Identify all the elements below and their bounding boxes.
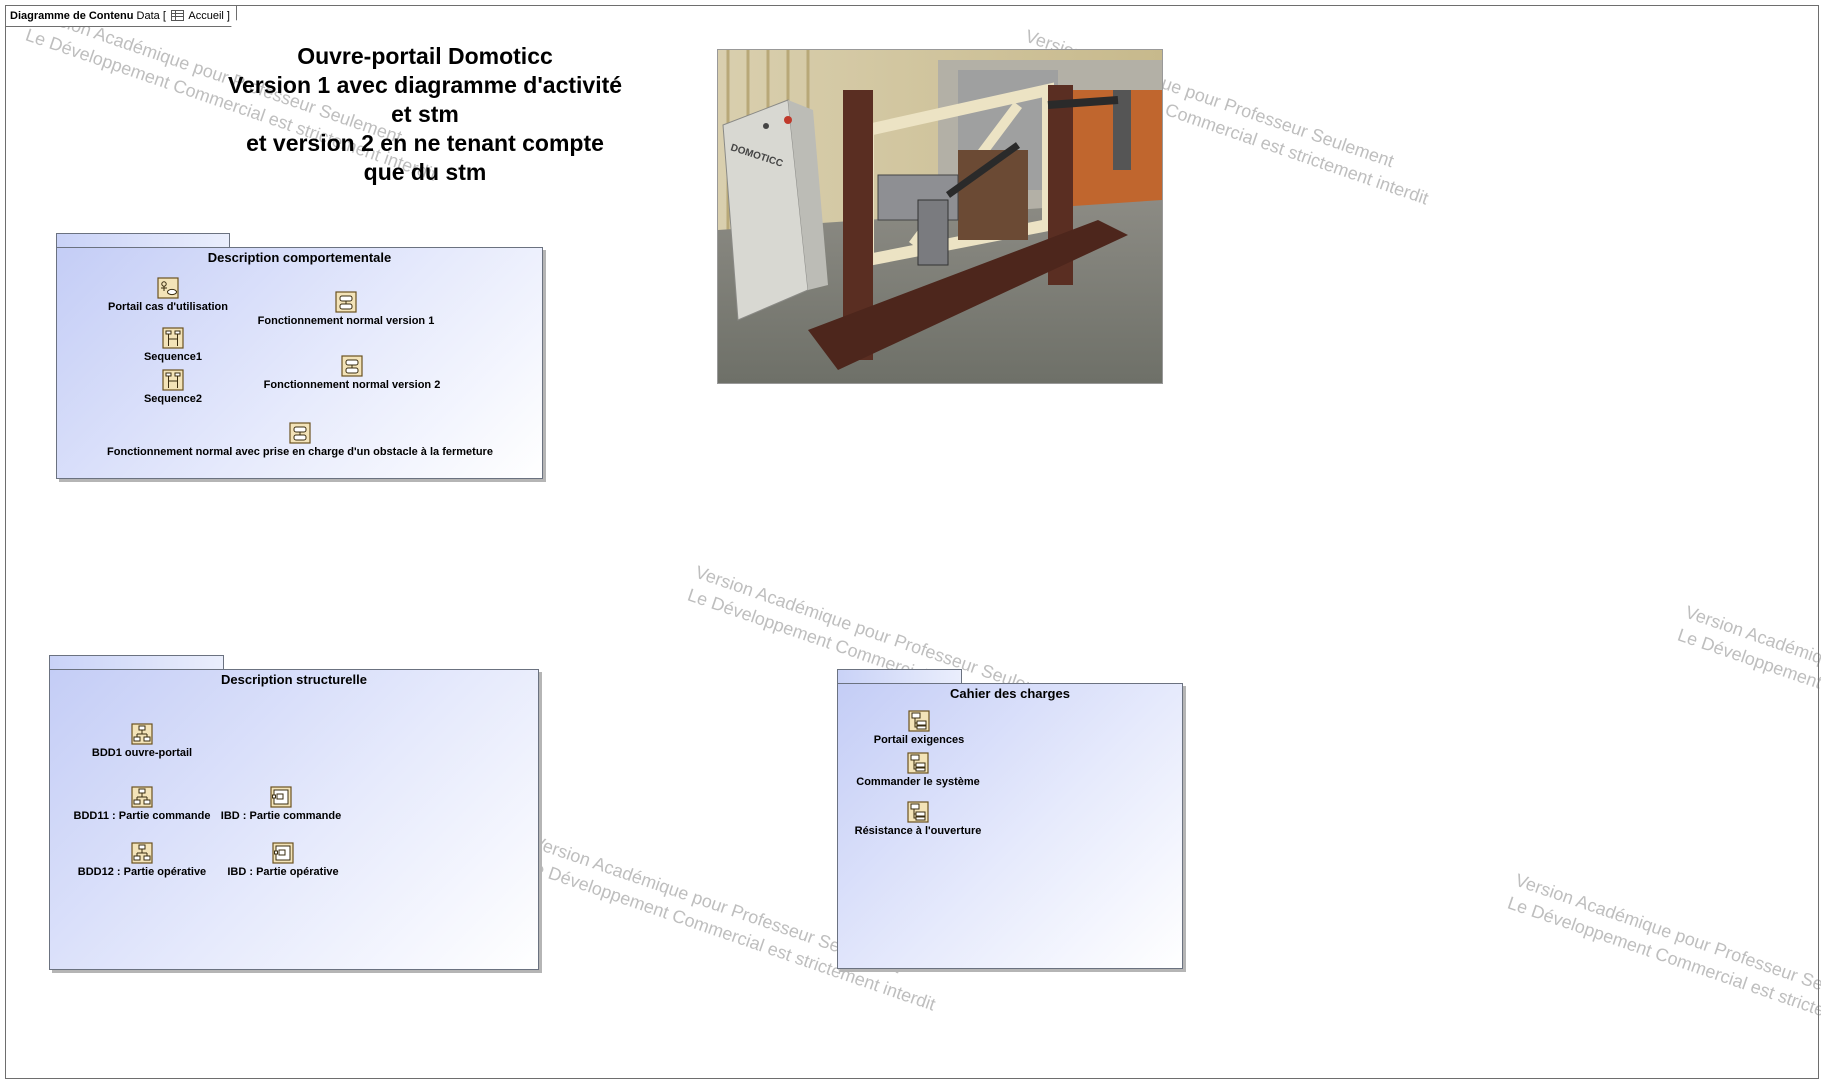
diagram-link-label: Fonctionnement normal version 2 [263, 379, 441, 391]
diagram-link-label: BDD11 : Partie commande [73, 810, 211, 822]
diagram-link-bdd12[interactable]: BDD12 : Partie opérative [72, 841, 212, 878]
diagram-title-note: Ouvre-portail Domoticc Version 1 avec di… [227, 43, 623, 185]
diagram-link-label: Sequence1 [143, 351, 203, 363]
diagram-link-label: Fonctionnement normal version 1 [257, 315, 435, 327]
diagram-link-label: Portail cas d'utilisation [108, 301, 228, 313]
diagram-link-fonctionnement-normal-v2[interactable]: Fonctionnement normal version 2 [247, 354, 457, 391]
block-definition-diagram-icon [130, 785, 154, 809]
diagram-link-label: BDD1 ouvre-portail [91, 747, 193, 759]
diagram-link-label: Résistance à l'ouverture [854, 825, 982, 837]
diagram-link-label: IBD : Partie opérative [227, 866, 339, 878]
diagram-link-ibd-partie-operative[interactable]: IBD : Partie opérative [218, 841, 348, 878]
package-title: Description comportementale [207, 250, 392, 265]
package-body: Description comportementale Portail cas … [56, 247, 543, 479]
diagram-frame: Diagramme de Contenu Data [ Accueil ] [5, 5, 1819, 1079]
gate-opener-photo: DOMOTICC [717, 49, 1163, 384]
diagram-link-label: BDD12 : Partie opérative [77, 866, 207, 878]
diagram-link-resistance-ouverture[interactable]: Résistance à l'ouverture [848, 800, 988, 837]
diagram-link-portail-cas-utilisation[interactable]: Portail cas d'utilisation [108, 276, 228, 313]
package-tab [56, 233, 230, 248]
package-title: Description structurelle [221, 672, 367, 687]
diagram-header-tab: Diagramme de Contenu Data [ Accueil ] [6, 6, 237, 27]
diagram-link-sequence2[interactable]: Sequence2 [138, 368, 208, 405]
package-description-structurelle[interactable]: Description structurelle BDD1 ouvre-port… [49, 655, 539, 970]
package-body: Description structurelle BDD1 ouvre-port… [49, 669, 539, 970]
package-tab [837, 669, 962, 684]
use-case-diagram-icon [156, 276, 180, 300]
block-definition-diagram-icon [130, 722, 154, 746]
requirement-diagram-icon [907, 709, 931, 733]
package-cahier-des-charges[interactable]: Cahier des charges Portail exigences Com… [837, 669, 1183, 969]
package-body: Cahier des charges Portail exigences Com… [837, 683, 1183, 969]
diagram-link-fonctionnement-obstacle[interactable]: Fonctionnement normal avec prise en char… [90, 421, 510, 458]
diagram-name: Data [136, 10, 160, 22]
sequence-diagram-icon [161, 368, 185, 392]
diagram-context: Accueil [188, 10, 224, 22]
diagram-link-label: IBD : Partie commande [220, 810, 342, 822]
diagram-link-label: Sequence2 [143, 393, 203, 405]
diagram-link-sequence1[interactable]: Sequence1 [138, 326, 208, 363]
state-machine-icon [334, 290, 358, 314]
package-tab [49, 655, 224, 670]
requirement-diagram-icon [906, 751, 930, 775]
diagram-link-portail-exigences[interactable]: Portail exigences [864, 709, 974, 746]
state-machine-icon [288, 421, 312, 445]
internal-block-diagram-icon [269, 785, 293, 809]
diagram-link-bdd11[interactable]: BDD11 : Partie commande [72, 785, 212, 822]
block-definition-diagram-icon [130, 841, 154, 865]
diagram-link-ibd-partie-commande[interactable]: IBD : Partie commande [216, 785, 346, 822]
package-title: Cahier des charges [950, 686, 1070, 701]
diagram-link-fonctionnement-normal-v1[interactable]: Fonctionnement normal version 1 [241, 290, 451, 327]
diagram-kind: Diagramme de Contenu [10, 10, 134, 22]
internal-block-diagram-icon [271, 841, 295, 865]
diagram-link-bdd1[interactable]: BDD1 ouvre-portail [82, 722, 202, 759]
state-machine-icon [340, 354, 364, 378]
requirement-diagram-icon [906, 800, 930, 824]
diagram-link-commander-le-systeme[interactable]: Commander le système [848, 751, 988, 788]
package-description-comportementale[interactable]: Description comportementale Portail cas … [56, 233, 543, 479]
sequence-diagram-icon [161, 326, 185, 350]
diagram-link-label: Portail exigences [873, 734, 965, 746]
diagram-link-label: Fonctionnement normal avec prise en char… [107, 446, 493, 458]
table-icon [171, 10, 184, 21]
diagram-link-label: Commander le système [856, 776, 980, 788]
